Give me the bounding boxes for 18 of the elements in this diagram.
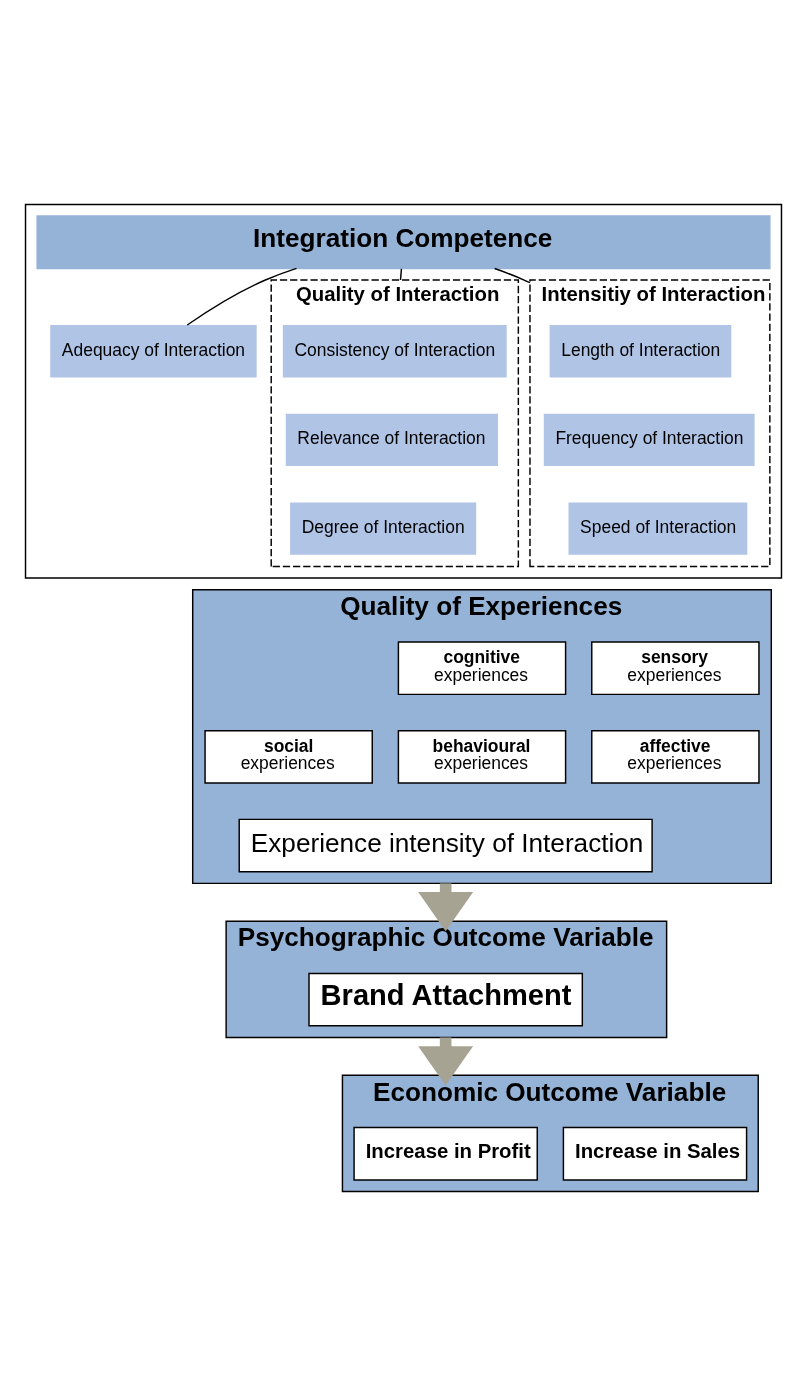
node-box: Increase in Sales [562,1126,748,1181]
connector [186,267,298,326]
node-box: Adequacy of Interaction [50,324,257,377]
node-box: Length of Interaction [549,324,732,377]
node-box: Frequency of Interaction [543,413,755,466]
node-box: Consistency of Interaction [282,324,507,377]
node-box: Increase in Profit [353,1126,538,1181]
node-box: Brand Attachment [308,972,584,1027]
node-box: cognitive experiences [397,640,567,695]
node-box: Degree of Interaction [290,501,477,555]
node-box: Speed of Interaction [568,501,748,555]
node-box: affective experiences [591,729,760,784]
connector [399,267,403,281]
node-box: behavioural experiences [397,729,567,784]
node-box: social experiences [204,729,373,784]
node-box: Experience intensity of Interaction [238,818,653,872]
node-box: sensory experiences [591,640,760,695]
node-box: Relevance of Interaction [285,413,498,466]
